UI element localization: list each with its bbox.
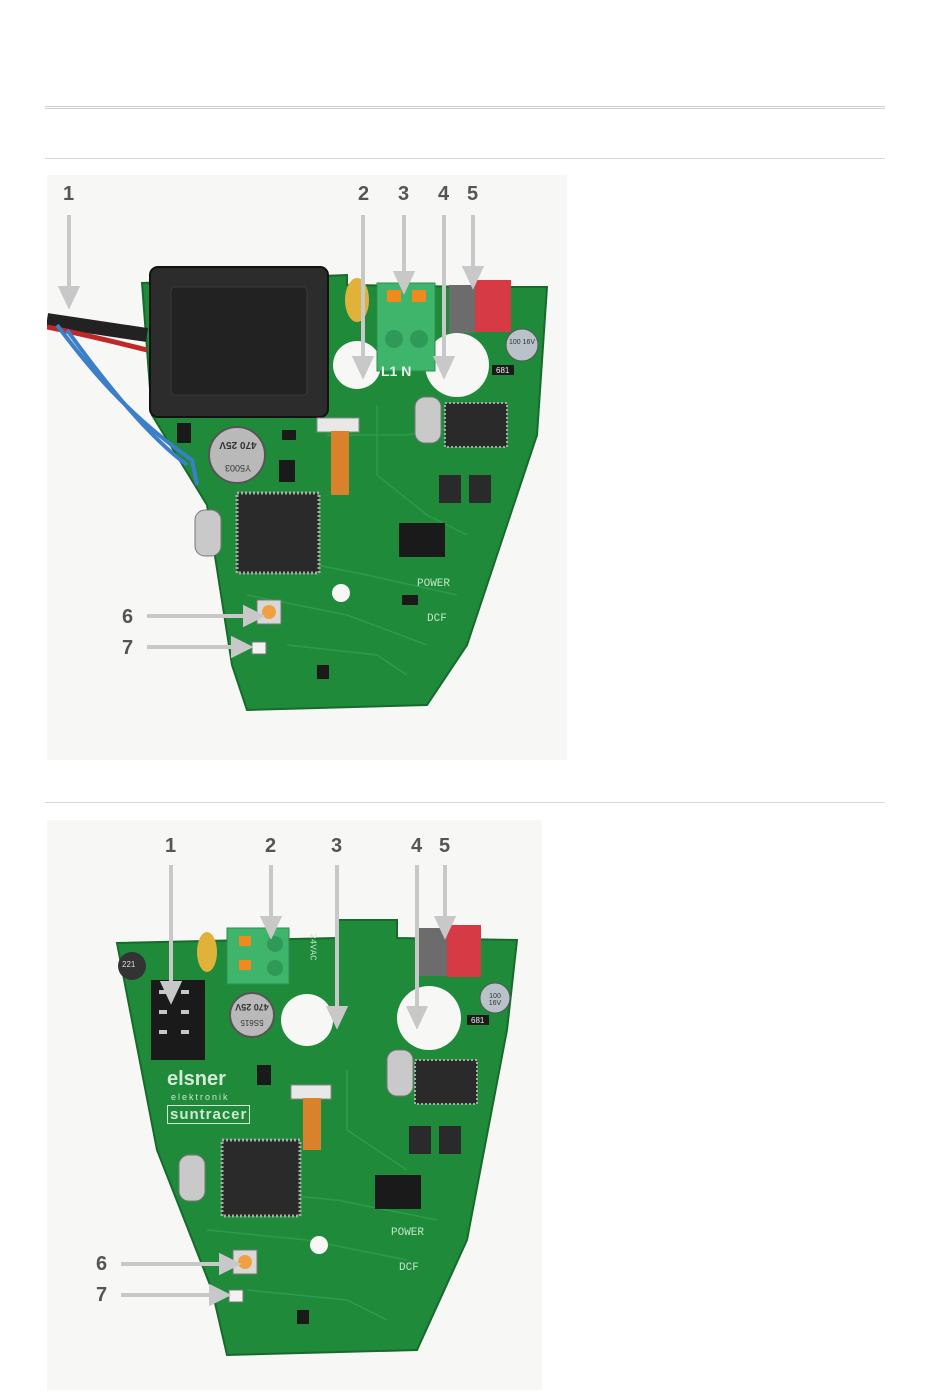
silk-dcf: DCF: [399, 1262, 419, 1274]
callout-5: 5: [467, 184, 478, 204]
silk-inductor: 221: [122, 960, 135, 969]
pcb-board-1: [47, 175, 567, 760]
silk-brand: elsner: [167, 1068, 226, 1091]
silk-product: suntracer: [167, 1105, 250, 1124]
silk-cap-large-code: Y5003: [217, 463, 259, 473]
silk-power: POWER: [391, 1227, 424, 1239]
silk-supply-label: 24VAC: [308, 933, 318, 960]
section-rule-1: [45, 158, 885, 159]
callout-4: 4: [438, 184, 449, 204]
silk-resistor: 681: [496, 366, 509, 375]
silk-resistor: 681: [471, 1016, 484, 1025]
callout-7: 7: [96, 1285, 107, 1305]
silk-cap-small: 100 16V: [482, 993, 508, 1007]
callout-4: 4: [411, 836, 422, 856]
callout-3: 3: [331, 836, 342, 856]
silk-cap-large-code: 5S615: [233, 1018, 271, 1027]
callout-3: 3: [398, 184, 409, 204]
pcb-figure-2: elsner elektronik suntracer POWER DCF 24…: [47, 820, 542, 1390]
section-rule-2: [45, 802, 885, 803]
silk-cap-large: 470 25V: [231, 1002, 273, 1012]
callout-2: 2: [358, 184, 369, 204]
silk-dcf: DCF: [427, 613, 447, 625]
silk-cap-small: 100 16V: [508, 339, 536, 346]
callout-6: 6: [96, 1254, 107, 1274]
pcb-board-2: [47, 820, 542, 1390]
header-rule: [45, 106, 885, 109]
callout-2: 2: [265, 836, 276, 856]
silk-power: POWER: [417, 578, 450, 590]
callout-1: 1: [63, 184, 74, 204]
silk-cap-large: 470 25V: [215, 439, 261, 450]
pcb-figure-1: L1 N POWER DCF 470 25V Y5003 100 16V 681…: [47, 175, 567, 760]
callout-5: 5: [439, 836, 450, 856]
callout-1: 1: [165, 836, 176, 856]
silk-terminal-labels: L1 N: [381, 363, 411, 379]
callout-7: 7: [122, 638, 133, 658]
callout-6: 6: [122, 607, 133, 627]
silk-brand-sub: elektronik: [171, 1092, 230, 1102]
